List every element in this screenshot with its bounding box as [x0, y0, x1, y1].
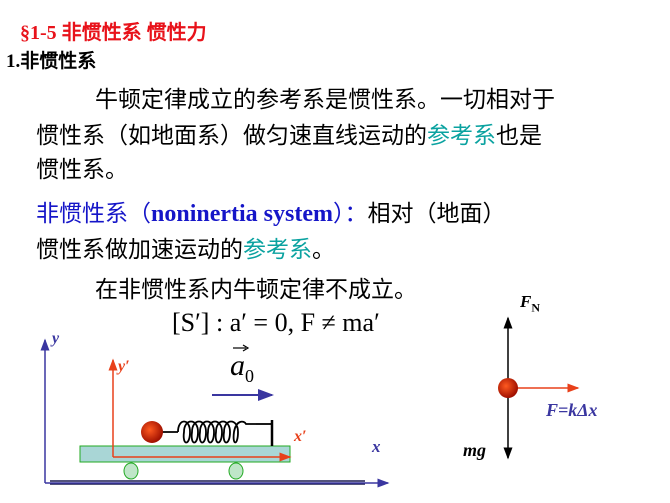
equation: [S′] : a′ = 0, F ≠ ma′ — [172, 308, 380, 337]
text: 相对（地面） — [367, 201, 506, 227]
paragraph1-line1: 牛顿定律成立的参考系是惯性系。一切相对于 — [95, 87, 555, 113]
vector-arrow-icon — [233, 344, 250, 352]
y-axis-label: y — [52, 330, 60, 347]
slide-title: §1-5 非惯性系 惯性力 — [20, 22, 207, 44]
spring-force-label: F=kΔx — [546, 400, 598, 420]
weight-label: mg — [463, 440, 487, 460]
term-end: ）： — [333, 201, 368, 227]
x-prime-label: x′ — [294, 428, 307, 445]
reference-frame-term: 参考系 — [427, 123, 496, 149]
reference-frame-term: 参考系 — [243, 237, 312, 263]
y-prime-label: y′ — [118, 358, 130, 375]
x-axis-label: x — [372, 437, 381, 456]
accel-subscript: 0 — [245, 366, 254, 386]
paragraph2-line1: 非惯性系（noninertia system）：相对（地面） — [36, 194, 506, 228]
wheel — [123, 462, 139, 480]
mass-ball-fbd — [498, 378, 518, 398]
ground — [50, 480, 365, 485]
text: 也是 — [496, 123, 542, 149]
normal-force-label: FN — [520, 292, 540, 315]
text: 。 — [312, 237, 335, 263]
fn-symbol: F — [520, 292, 532, 311]
text: 惯性系（如地面系）做匀速直线运动的 — [36, 123, 427, 149]
acceleration-label: a0 — [230, 350, 254, 392]
term-en: noninertia system — [151, 201, 333, 227]
paragraph3: 在非惯性系内牛顿定律不成立。 — [95, 277, 417, 303]
paragraph1-line2: 惯性系（如地面系）做匀速直线运动的参考系也是 — [36, 116, 542, 150]
accel-symbol: a — [230, 349, 245, 382]
mass-ball — [141, 421, 163, 443]
section-heading: 1.非惯性系 — [6, 51, 97, 72]
wheel — [228, 462, 244, 480]
fn-subscript: N — [531, 300, 541, 315]
paragraph1-line3: 惯性系。 — [36, 157, 128, 183]
text: 惯性系做加速运动的 — [36, 237, 243, 263]
spring — [160, 420, 274, 446]
paragraph2-line2: 惯性系做加速运动的参考系。 — [36, 230, 335, 264]
term-cn: 非惯性系（ — [36, 201, 151, 227]
cart — [79, 445, 291, 463]
